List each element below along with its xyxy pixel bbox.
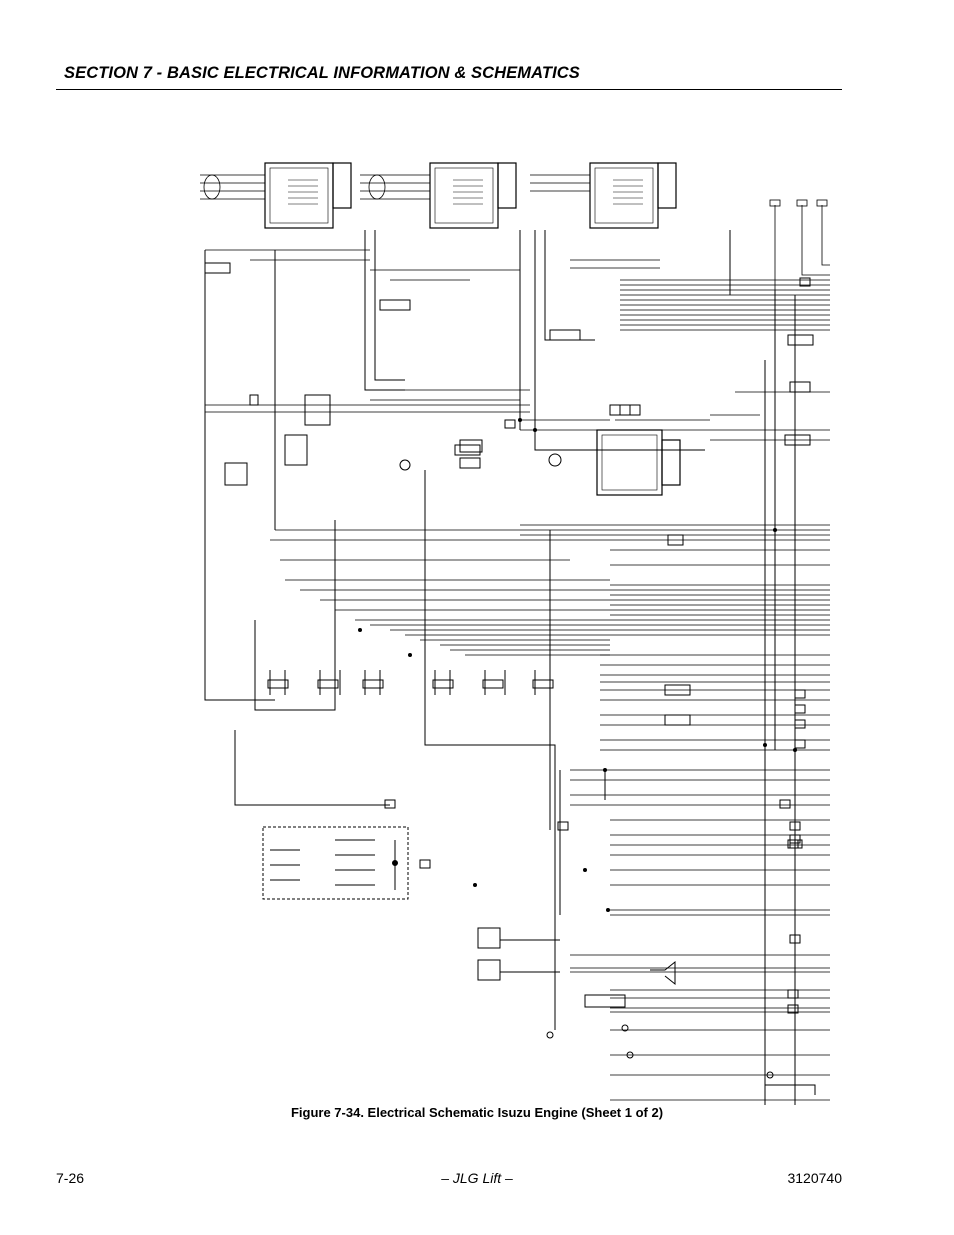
header-divider xyxy=(56,89,842,90)
control-module-center xyxy=(429,162,517,229)
document-number: 3120740 xyxy=(787,1170,842,1186)
control-module-right xyxy=(589,162,677,229)
control-module-lower xyxy=(596,429,681,496)
control-module-left xyxy=(264,162,352,229)
section-title: SECTION 7 - BASIC ELECTRICAL INFORMATION… xyxy=(64,64,580,82)
electrical-schematic-diagram xyxy=(190,150,840,1110)
figure-caption: Figure 7-34. Electrical Schematic Isuzu … xyxy=(290,1105,664,1120)
publisher-name: – JLG Lift – xyxy=(441,1170,513,1186)
page-number: 7-26 xyxy=(56,1170,85,1186)
